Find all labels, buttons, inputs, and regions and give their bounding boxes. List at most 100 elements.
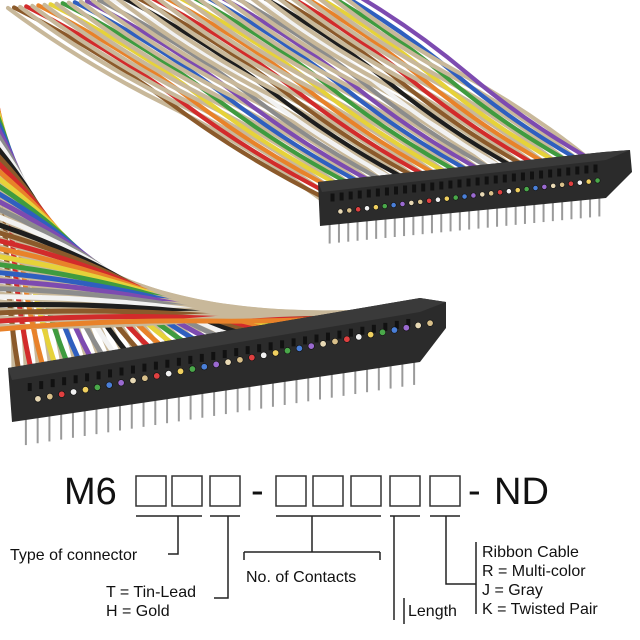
connector-contact — [364, 205, 370, 212]
length-box — [389, 475, 421, 507]
wire — [346, 0, 598, 172]
connector-contact — [372, 204, 379, 211]
connector-contact — [295, 344, 303, 352]
front-connector-slots — [27, 318, 411, 392]
connector-contact — [93, 383, 101, 391]
connector-slot — [257, 344, 262, 353]
connector-slot — [96, 371, 101, 380]
cable-multicolor-label: R = Multi-color — [482, 563, 586, 580]
connector-contact — [367, 331, 375, 339]
wire — [72, 0, 384, 196]
wire — [249, 0, 523, 180]
connector-slot — [39, 381, 44, 390]
wire — [36, 3, 351, 200]
connector-contact — [417, 198, 424, 205]
connector-contact — [153, 372, 161, 380]
connector-slot — [466, 178, 471, 187]
wire — [142, 0, 442, 189]
contacts-bracket — [243, 515, 381, 560]
connector-contact — [188, 365, 196, 373]
part-number-prefix: M6 — [64, 471, 117, 513]
wire — [319, 0, 576, 174]
connector-slot — [457, 179, 462, 188]
wire — [317, 0, 582, 174]
connector-contact — [390, 326, 398, 334]
wire — [223, 0, 507, 182]
connector-contact — [283, 347, 291, 355]
back-connector-contacts — [337, 177, 601, 215]
wire — [264, 0, 539, 178]
connector-slot — [314, 334, 319, 343]
connector-contact — [408, 200, 415, 206]
front-connector — [8, 298, 446, 446]
connector-slot — [119, 367, 124, 376]
wire — [344, 0, 603, 171]
connector-slot — [530, 171, 534, 180]
wire — [151, 0, 448, 189]
plating-gold-label: H = Gold — [106, 603, 170, 620]
connector-contact — [594, 177, 601, 184]
connector-contact — [414, 321, 422, 329]
connector-contact — [426, 197, 432, 204]
connector-contact — [550, 182, 557, 189]
connector-contact — [337, 208, 344, 215]
connector-contact — [307, 342, 315, 350]
wire — [11, 5, 330, 202]
connector-contact — [399, 201, 406, 207]
connector-slot — [430, 182, 435, 191]
connector-slot — [371, 324, 376, 333]
connector-contact — [470, 192, 477, 199]
cable-type-box — [429, 475, 461, 507]
connector-contact — [488, 190, 495, 197]
front-cable-wires — [0, 107, 425, 383]
wire — [129, 0, 432, 191]
wire — [183, 0, 475, 186]
plating-leader — [210, 515, 240, 599]
wire — [66, 0, 378, 197]
wire — [5, 5, 325, 203]
wire — [156, 0, 453, 188]
connector-contact — [505, 188, 512, 195]
contacts-box — [312, 475, 344, 507]
connector-slot — [520, 172, 525, 181]
connector-slot — [211, 351, 216, 360]
connector-contact — [81, 386, 89, 394]
connector-slot — [330, 193, 335, 202]
connector-contact — [402, 324, 410, 332]
connector-contact — [46, 393, 54, 401]
back-connector-slots — [330, 164, 598, 202]
connector-contact — [346, 207, 353, 214]
connector-contact — [523, 186, 530, 192]
connector-slot — [383, 322, 388, 331]
connector-contact — [248, 354, 256, 362]
wire — [235, 0, 512, 181]
connector-slot — [539, 170, 544, 179]
connector-slot — [303, 336, 308, 345]
wire — [221, 0, 501, 183]
wire — [263, 0, 534, 179]
connector-slot — [375, 188, 380, 197]
plating-box — [209, 475, 241, 507]
back-connector-housing — [318, 150, 632, 226]
connector-contact — [585, 178, 592, 185]
connector-slot — [50, 379, 55, 388]
connector-contact — [426, 319, 434, 327]
connector-contact — [497, 189, 503, 196]
wire — [237, 0, 518, 181]
wire — [48, 2, 362, 198]
wire — [210, 0, 496, 183]
front-connector-top — [8, 298, 446, 380]
leader-lines — [136, 515, 477, 624]
part-number-suffix: ND — [494, 471, 549, 513]
connector-slot — [394, 186, 398, 195]
connector-contact — [343, 335, 351, 343]
wire — [97, 0, 405, 194]
connector-slot — [176, 357, 181, 366]
connector-slot — [85, 373, 90, 382]
length-leader — [390, 515, 420, 624]
connector-contact — [200, 363, 208, 371]
connector-slot — [475, 177, 480, 186]
wire — [24, 4, 341, 201]
connector-contact — [129, 376, 137, 384]
connector-slot — [421, 183, 426, 192]
